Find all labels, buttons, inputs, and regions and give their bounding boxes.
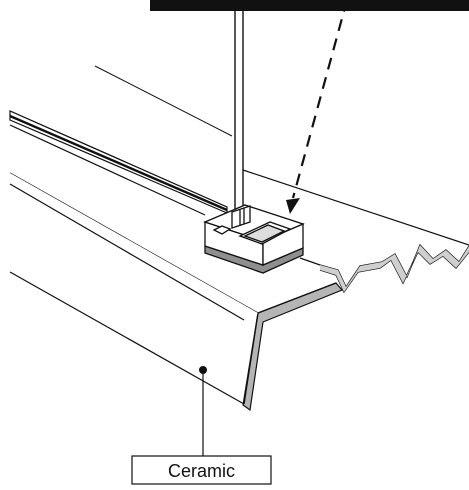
ceramic-label-box: Ceramic: [131, 455, 272, 485]
ceramic-label: Ceramic: [168, 461, 235, 481]
mounting-clip: [203, 204, 305, 274]
front-lip-band: [10, 173, 258, 317]
ceramic-leader: [199, 366, 207, 456]
front-fold: [242, 282, 343, 412]
insertion-arrow: [286, 0, 349, 214]
vertical-rod: [234, 11, 244, 212]
top-black-bar: [150, 0, 469, 11]
background-guideline: [94, 65, 233, 137]
corrugated-profile: [319, 243, 469, 294]
